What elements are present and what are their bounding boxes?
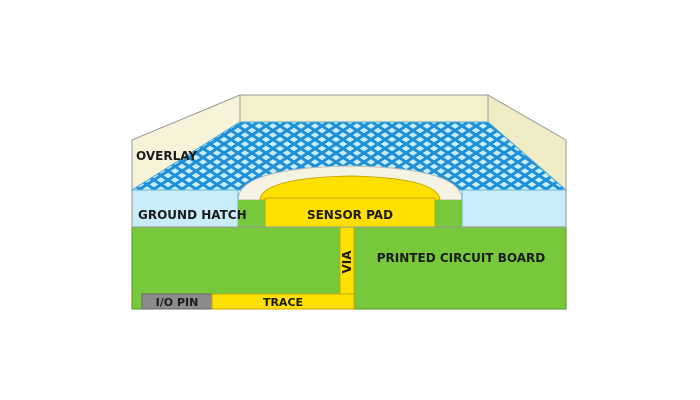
- ground-hatch-label: GROUND HATCH: [138, 208, 247, 222]
- trace-label: TRACE: [263, 296, 303, 309]
- overlay-back-wall: [239, 94, 489, 123]
- overlay-label: OVERLAY: [136, 149, 197, 163]
- sensor-pad-top: [259, 175, 441, 201]
- ground-hatch-front-right: [461, 189, 567, 228]
- sensor-pad-front: [264, 197, 436, 228]
- io-pin-label: I/O PIN: [156, 296, 199, 309]
- overlay-front-outline: [131, 140, 567, 228]
- via-label: VIA: [340, 250, 354, 274]
- pcb-shoulder-left: [238, 200, 265, 227]
- trace: [211, 293, 355, 310]
- ground-hatch-front-left: [131, 189, 239, 228]
- pcb-label: PRINTED CIRCUIT BOARD: [377, 251, 546, 265]
- sensor-pad-label: SENSOR PAD: [307, 208, 393, 222]
- pcb-shoulder-right: [435, 200, 462, 227]
